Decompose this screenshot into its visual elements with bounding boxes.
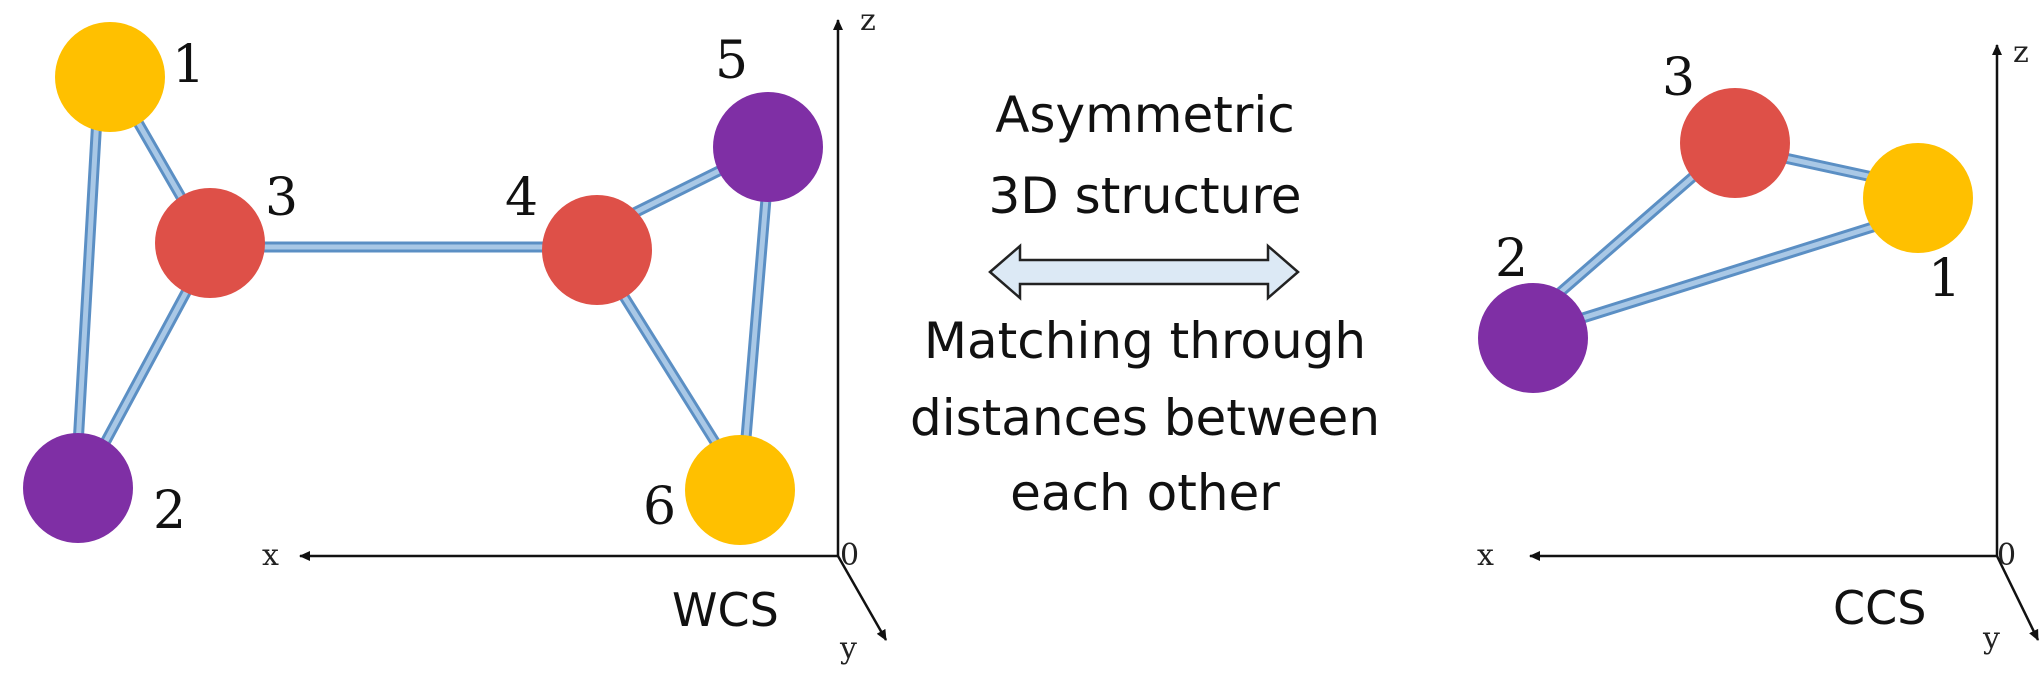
wcs-atom-2 xyxy=(23,433,133,543)
ccs-axes: x z y 0 CCS xyxy=(1477,35,2040,656)
ccs-atom-3 xyxy=(1680,88,1790,198)
wcs-bond-2-3-inner xyxy=(97,282,193,455)
wcs-bond-5-6-inner xyxy=(742,172,771,453)
wcs-atom-4 xyxy=(542,195,652,305)
wcs-atom-5-label: 5 xyxy=(715,31,748,91)
ccs-atom-1-label: 1 xyxy=(1928,249,1961,309)
ccs-atom-2 xyxy=(1478,283,1588,393)
wcs-bonds-inner xyxy=(75,83,771,455)
wcs-atom-3-label: 3 xyxy=(265,168,298,228)
ccs-bond-2-1-inner xyxy=(1567,217,1898,325)
ccs-bond-2-3-inner xyxy=(1537,172,1698,313)
wcs-atom-5 xyxy=(713,92,823,202)
wcs-atom-4-label: 4 xyxy=(505,168,538,228)
wcs-atom-1 xyxy=(55,22,165,132)
wcs-frame-label: WCS xyxy=(672,583,779,637)
center-bottom-line3: each other xyxy=(1010,464,1280,522)
wcs-atom-6 xyxy=(685,435,795,545)
double-arrow-icon xyxy=(988,243,1300,301)
wcs-z-axis-label: z xyxy=(860,3,876,38)
wcs-y-axis xyxy=(836,555,888,641)
wcs-origin-label: 0 xyxy=(840,538,859,573)
ccs-atom-3-label: 3 xyxy=(1662,48,1695,108)
center-bottom-line1: Matching through xyxy=(924,312,1366,370)
wcs-x-axis-label: x xyxy=(262,538,279,573)
ccs-z-axis-label: z xyxy=(2013,35,2029,70)
ccs-atom-2-label: 2 xyxy=(1495,229,1528,289)
ccs-frame-label: CCS xyxy=(1833,581,1926,635)
ccs-x-axis-label: x xyxy=(1477,538,1494,573)
wcs-atom-2-label: 2 xyxy=(153,481,186,541)
wcs-structure: 1 2 3 4 5 6 xyxy=(23,22,823,545)
center-annotation: Asymmetric 3D structure Matching through… xyxy=(910,86,1380,522)
center-bottom-line2: distances between xyxy=(910,389,1380,447)
ccs-y-axis xyxy=(1995,555,2040,641)
ccs-structure: 1 2 3 xyxy=(1478,48,1973,393)
ccs-origin-label: 0 xyxy=(1997,538,2016,573)
center-top-line2: 3D structure xyxy=(988,167,1301,225)
wcs-bond-4-6-inner xyxy=(617,287,723,453)
wcs-atom-3 xyxy=(155,188,265,298)
ccs-atom-1 xyxy=(1863,143,1973,253)
wcs-axes: x z y 0 WCS xyxy=(262,3,888,666)
wcs-y-axis-label: y xyxy=(839,631,857,666)
wcs-bond-1-2-inner xyxy=(75,97,101,448)
wcs-atom-1-label: 1 xyxy=(172,35,205,95)
ccs-y-axis-label: y xyxy=(1982,621,2000,656)
wcs-atom-6-label: 6 xyxy=(643,477,676,537)
center-top-line1: Asymmetric xyxy=(995,86,1295,144)
